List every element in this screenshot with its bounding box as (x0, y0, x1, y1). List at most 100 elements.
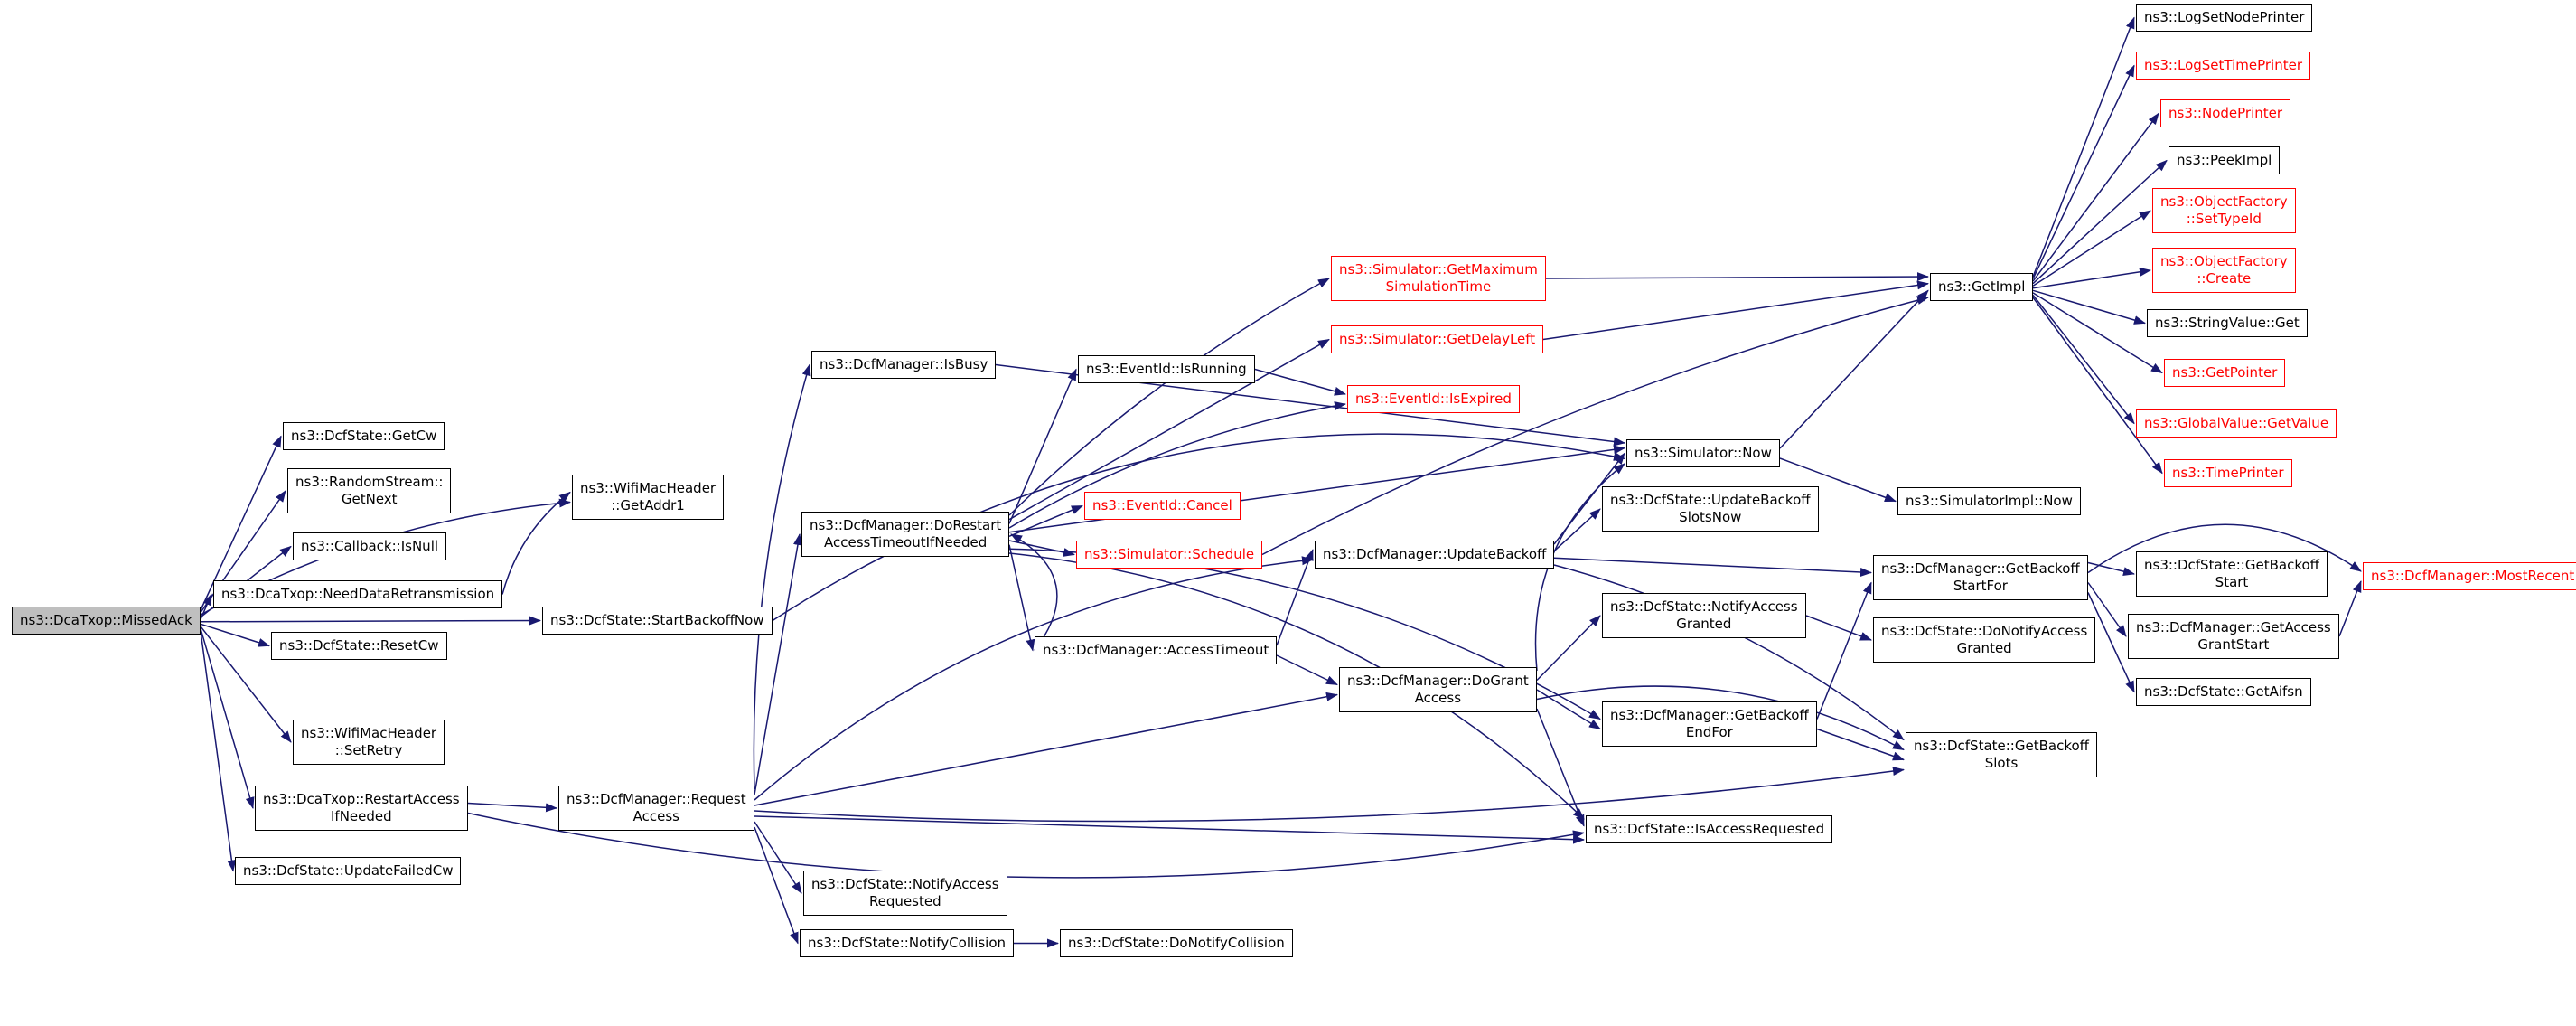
edge-restartaccess-to-isaccessreq (467, 812, 1585, 879)
node-label-line: ns3::DcfState::IsAccessRequested (1594, 821, 1825, 837)
node-schedule[interactable]: ns3::Simulator::Schedule (1076, 541, 1263, 569)
edge-notifygranted-to-donotifygranted (1805, 615, 1872, 641)
node-label-line: ns3::DcaTxop::NeedDataRetransmission (221, 586, 495, 602)
node-label-line: ns3::EventId::IsExpired (1355, 391, 1512, 407)
node-getaddr1[interactable]: ns3::WifiMacHeader::GetAddr1 (572, 475, 725, 520)
edge-getbackoffend-to-getbackoffstartfor (1816, 581, 1872, 720)
edge-getbackoffstartfor-to-getbackoffstart (2087, 561, 2135, 576)
node-logsettimeprinter[interactable]: ns3::LogSetTimePrinter (2136, 52, 2311, 80)
node-label-line: ns3::LogSetNodePrinter (2144, 9, 2305, 25)
node-now[interactable]: ns3::Simulator::Now (1626, 439, 1780, 467)
node-label-line: ns3::DcfManager::Request (567, 791, 746, 807)
node-getimpl[interactable]: ns3::GetImpl (1930, 273, 2034, 301)
edge-requestaccess-to-isaccessreq (754, 815, 1585, 844)
edge-dorestart-to-isrunning (1008, 368, 1077, 524)
node-label-line: ns3::DcfState::GetAifsn (2144, 683, 2303, 700)
edge-accesstimeout-to-dogrant (1276, 654, 1338, 686)
node-label-line: ns3::DcfManager::GetAccess (2136, 619, 2331, 635)
node-updatefailedcw[interactable]: ns3::DcfState::UpdateFailedCw (235, 857, 462, 885)
node-label-line: ::Create (2197, 270, 2252, 287)
edge-dogrant-to-getbackoffend (1536, 689, 1601, 730)
edge-getimpl-to-stringget (2032, 289, 2146, 325)
node-label-line: ::GetAddr1 (611, 497, 685, 513)
edge-requestaccess-to-notifyaccessreq (754, 821, 802, 894)
node-isexpired[interactable]: ns3::EventId::IsExpired (1347, 385, 1520, 413)
node-label-line: ns3::DcfState::UpdateBackoff (1610, 492, 1811, 508)
node-logsetnodeprinter[interactable]: ns3::LogSetNodePrinter (2136, 4, 2313, 32)
node-label-line: ns3::WifiMacHeader (301, 725, 437, 741)
node-label-line: ns3::GetPointer (2172, 364, 2278, 381)
node-mostrecent[interactable]: ns3::DcfManager::MostRecent (2363, 562, 2576, 590)
node-isbusy[interactable]: ns3::DcfManager::IsBusy (811, 351, 997, 379)
node-getcw[interactable]: ns3::DcfState::GetCw (283, 422, 445, 450)
edge-now-to-simimplnow (1779, 457, 1897, 503)
node-label-line: GrantStart (2197, 636, 2270, 653)
node-stringget[interactable]: ns3::StringValue::Get (2147, 309, 2308, 337)
node-needdataretx[interactable]: ns3::DcaTxop::NeedDataRetransmission (213, 580, 503, 608)
node-label-line: ns3::DcfManager::GetBackoff (1881, 560, 2080, 577)
node-peekimpl[interactable]: ns3::PeekImpl (2169, 146, 2281, 174)
node-ofcreate[interactable]: ns3::ObjectFactory::Create (2152, 248, 2296, 293)
node-updatebackoff[interactable]: ns3::DcfManager::UpdateBackoff (1315, 541, 1555, 569)
node-resetcw[interactable]: ns3::DcfState::ResetCw (271, 632, 447, 660)
node-isnull[interactable]: ns3::Callback::IsNull (293, 532, 447, 560)
node-label-line: ns3::Simulator::GetDelayLeft (1339, 331, 1536, 347)
node-label-line: SimulationTime (1385, 278, 1492, 295)
node-startbackoff[interactable]: ns3::DcfState::StartBackoffNow (542, 607, 773, 635)
node-getdelayleft[interactable]: ns3::Simulator::GetDelayLeft (1331, 325, 1544, 353)
node-label-line: ns3::DcfState::NotifyAccess (811, 876, 999, 892)
node-label-line: ns3::DcfManager::UpdateBackoff (1323, 546, 1547, 562)
node-accesstimeout[interactable]: ns3::DcfManager::AccessTimeout (1035, 636, 1278, 664)
node-cancel[interactable]: ns3::EventId::Cancel (1084, 492, 1241, 520)
node-label-line: ns3::DcfManager::IsBusy (820, 356, 988, 372)
node-label-line: ns3::DcfState::NotifyCollision (808, 935, 1007, 951)
node-getnext[interactable]: ns3::RandomStream::GetNext (287, 468, 452, 513)
edge-getmaxsim-to-getimpl (1545, 272, 1929, 282)
edge-getimpl-to-nodeprinter (2032, 112, 2159, 282)
node-label-line: ns3::DcfState::DoNotifyAccess (1881, 623, 2088, 639)
node-getpointer[interactable]: ns3::GetPointer (2164, 359, 2286, 387)
node-label-line: ::SetRetry (334, 742, 403, 758)
node-label-line: ns3::GlobalValue::GetValue (2144, 415, 2329, 431)
edge-isrunning-to-isexpired (1254, 368, 1346, 396)
node-isaccessreq[interactable]: ns3::DcfState::IsAccessRequested (1586, 815, 1833, 843)
node-label-line: ns3::DcfManager::AccessTimeout (1043, 642, 1269, 658)
edge-requestaccess-to-isbusy (753, 363, 811, 790)
node-timeprinter[interactable]: ns3::TimePrinter (2164, 459, 2292, 487)
node-label-line: ns3::GetImpl (1938, 278, 2026, 295)
edge-getimpl-to-settypeid (2032, 210, 2151, 287)
edge-getimpl-to-getpointer (2032, 292, 2163, 374)
node-nodeprinter[interactable]: ns3::NodePrinter (2160, 99, 2291, 127)
node-missedack: ns3::DcaTxop::MissedAck (12, 607, 201, 635)
node-settypeid[interactable]: ns3::ObjectFactory::SetTypeId (2152, 188, 2296, 233)
node-donotifycollision[interactable]: ns3::DcfState::DoNotifyCollision (1060, 929, 1293, 957)
node-isrunning[interactable]: ns3::EventId::IsRunning (1078, 355, 1255, 383)
edge-getimpl-to-peekimpl (2032, 159, 2168, 285)
edge-missedack-to-needdataretx (200, 593, 212, 620)
node-simimplnow[interactable]: ns3::SimulatorImpl::Now (1897, 487, 2081, 515)
edge-getimpl-to-logsetnodeprinter (2032, 16, 2135, 278)
node-notifycollision[interactable]: ns3::DcfState::NotifyCollision (800, 929, 1015, 957)
node-getaifsn[interactable]: ns3::DcfState::GetAifsn (2136, 678, 2311, 706)
node-globalvalue[interactable]: ns3::GlobalValue::GetValue (2136, 409, 2337, 438)
node-label-line: Start (2215, 574, 2249, 590)
edge-requestaccess-to-notifycollision (754, 826, 799, 945)
edge-dogrant-to-isaccessreq (1536, 708, 1585, 827)
node-setretry[interactable]: ns3::WifiMacHeader::SetRetry (293, 720, 445, 765)
edge-dorestart-to-cancel (1008, 504, 1083, 537)
